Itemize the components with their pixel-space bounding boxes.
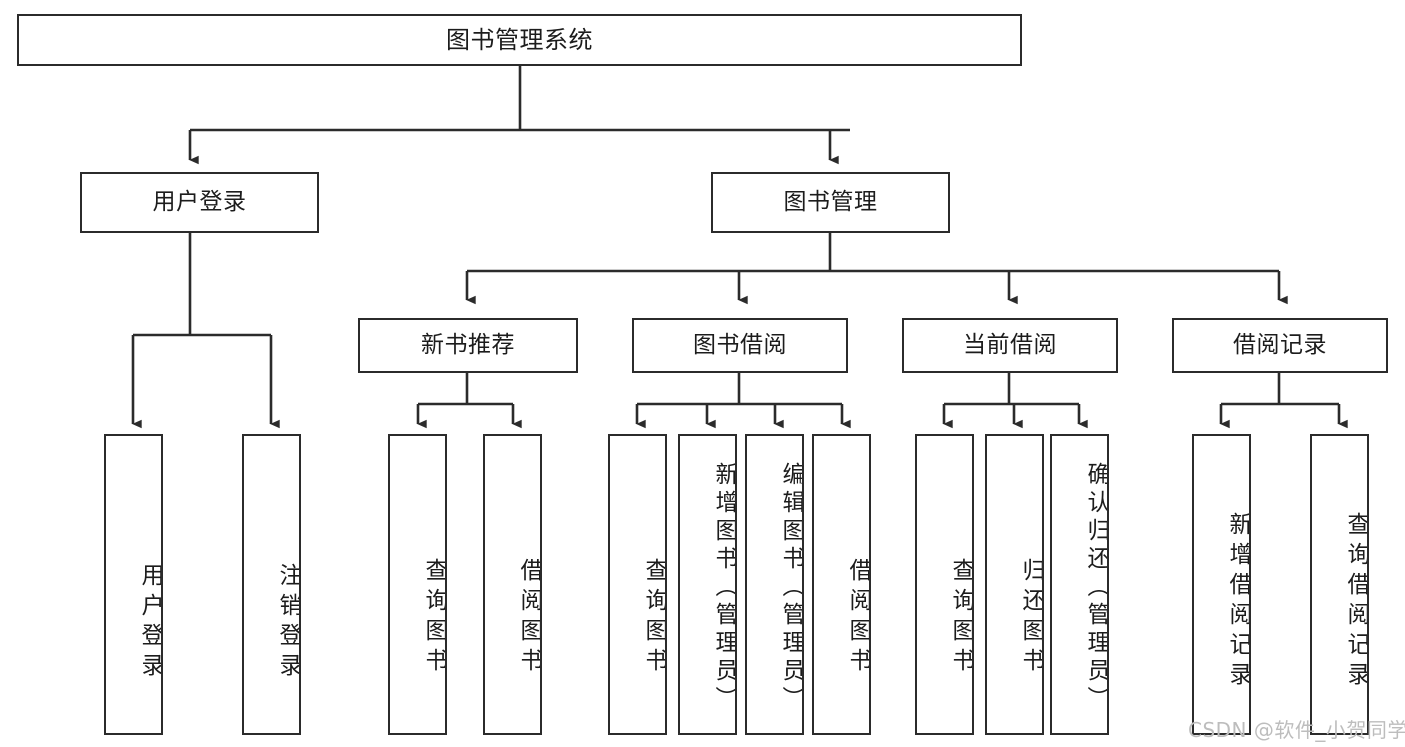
node-book-borrow[interactable]: 图书借阅 <box>632 318 848 373</box>
node-user-login[interactable]: 用户登录 <box>80 172 319 233</box>
leaf-query-borrow-record[interactable]: 查询借阅记录 <box>1310 434 1369 735</box>
leaf-query-book-recommend[interactable]: 查询图书 <box>388 434 447 735</box>
leaf-logout-login[interactable]: 注销登录 <box>242 434 301 735</box>
node-new-book-recommend[interactable]: 新书推荐 <box>358 318 578 373</box>
leaf-edit-book-admin[interactable]: 编辑图书（管理员） <box>745 434 804 735</box>
leaf-return-book[interactable]: 归还图书 <box>985 434 1044 735</box>
leaf-add-book-admin[interactable]: 新增图书（管理员） <box>678 434 737 735</box>
leaf-borrow-book-borrow[interactable]: 借阅图书 <box>812 434 871 735</box>
leaf-query-book-borrow[interactable]: 查询图书 <box>608 434 667 735</box>
node-borrow-record[interactable]: 借阅记录 <box>1172 318 1388 373</box>
leaf-query-book-current[interactable]: 查询图书 <box>915 434 974 735</box>
leaf-user-login[interactable]: 用户登录 <box>104 434 163 735</box>
leaf-confirm-return-admin[interactable]: 确认归还（管理员） <box>1050 434 1109 735</box>
node-book-management[interactable]: 图书管理 <box>711 172 950 233</box>
watermark-text: CSDN @软件_小贺同学 <box>1188 718 1405 742</box>
leaf-borrow-book-recommend[interactable]: 借阅图书 <box>483 434 542 735</box>
leaf-add-borrow-record[interactable]: 新增借阅记录 <box>1192 434 1251 735</box>
node-current-borrow[interactable]: 当前借阅 <box>902 318 1118 373</box>
node-root-system[interactable]: 图书管理系统 <box>17 14 1022 66</box>
